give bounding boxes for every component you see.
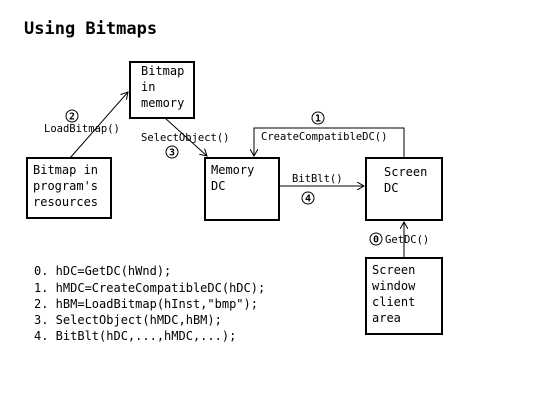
code-line-0: 0. hDC=GetDC(hWnd); xyxy=(34,264,171,278)
step-4-badge: 4 xyxy=(301,191,315,205)
svg-text:Screen DC: Screen DC xyxy=(384,165,435,195)
step-1-badge: 1 xyxy=(311,111,325,125)
step-4-number: 4 xyxy=(305,194,311,205)
diagram-title: Using Bitmaps xyxy=(24,19,157,39)
box-bitmap-in-resources: Bitmap in program's resources xyxy=(26,157,112,219)
box-screen-window-client-area: Screen window client area xyxy=(365,257,443,335)
box-screen-window-line4: area xyxy=(372,311,401,325)
box-screen-window-line3: client xyxy=(372,295,415,309)
svg-text:Bitmap in memory: Bitmap in memory xyxy=(141,64,192,110)
code-listing: 0. hDC=GetDC(hWnd); 1. hMDC=CreateCompat… xyxy=(34,264,265,343)
code-line-3: 3. SelectObject(hMDC,hBM); xyxy=(34,313,222,327)
box-screen-dc-line2: DC xyxy=(384,181,398,195)
arrow-create-compatible-dc xyxy=(254,127,405,158)
box-bitmap-in-memory: Bitmap in memory xyxy=(129,61,195,119)
box-memory-dc-line2: DC xyxy=(211,179,225,193)
box-screen-window-line1: Screen xyxy=(372,263,415,277)
svg-text:Screen window clie: Screen window client area xyxy=(372,263,423,325)
step-0-badge: 0 xyxy=(369,232,383,246)
step-3-number: 3 xyxy=(169,148,175,159)
box-screen-dc-line1: Screen xyxy=(384,165,427,179)
step-1-number: 1 xyxy=(315,114,321,125)
code-line-2: 2. hBM=LoadBitmap(hInst,"bmp"); xyxy=(34,297,258,311)
label-create-compatible-dc: CreateCompatibleDC() xyxy=(261,131,387,143)
step-2-number: 2 xyxy=(69,112,75,123)
box-bitmap-in-memory-line3: memory xyxy=(141,96,184,110)
label-load-bitmap: LoadBitmap() xyxy=(44,123,120,135)
box-bitmap-in-resources-line2: program's xyxy=(33,179,98,193)
code-line-4: 4. BitBlt(hDC,...,hMDC,...); xyxy=(34,329,236,343)
box-bitmap-in-memory-line1: Bitmap xyxy=(141,64,184,78)
box-bitmap-in-resources-line3: resources xyxy=(33,195,98,209)
box-bitmap-in-resources-line1: Bitmap in xyxy=(33,163,98,177)
step-3-badge: 3 xyxy=(165,145,179,159)
label-bitblt: BitBlt() xyxy=(292,173,343,185)
box-screen-dc: Screen DC xyxy=(365,157,443,221)
arrow-load-bitmap xyxy=(69,92,128,159)
box-memory-dc-line1: Memory xyxy=(211,163,254,177)
label-getdc: GetDC() xyxy=(385,234,429,246)
svg-text:Memory DC: Memory DC xyxy=(211,163,262,193)
box-screen-window-line2: window xyxy=(372,279,416,293)
arrow-select-object xyxy=(164,117,207,156)
label-select-object: SelectObject() xyxy=(141,132,230,144)
step-2-badge: 2 xyxy=(65,109,79,123)
step-0-number: 0 xyxy=(373,235,379,246)
code-line-1: 1. hMDC=CreateCompatibleDC(hDC); xyxy=(34,281,265,295)
box-bitmap-in-memory-line2: in xyxy=(141,80,155,94)
svg-text:Bitmap in program's: Bitmap in program's resources xyxy=(33,163,105,209)
box-memory-dc: Memory DC xyxy=(204,157,280,221)
